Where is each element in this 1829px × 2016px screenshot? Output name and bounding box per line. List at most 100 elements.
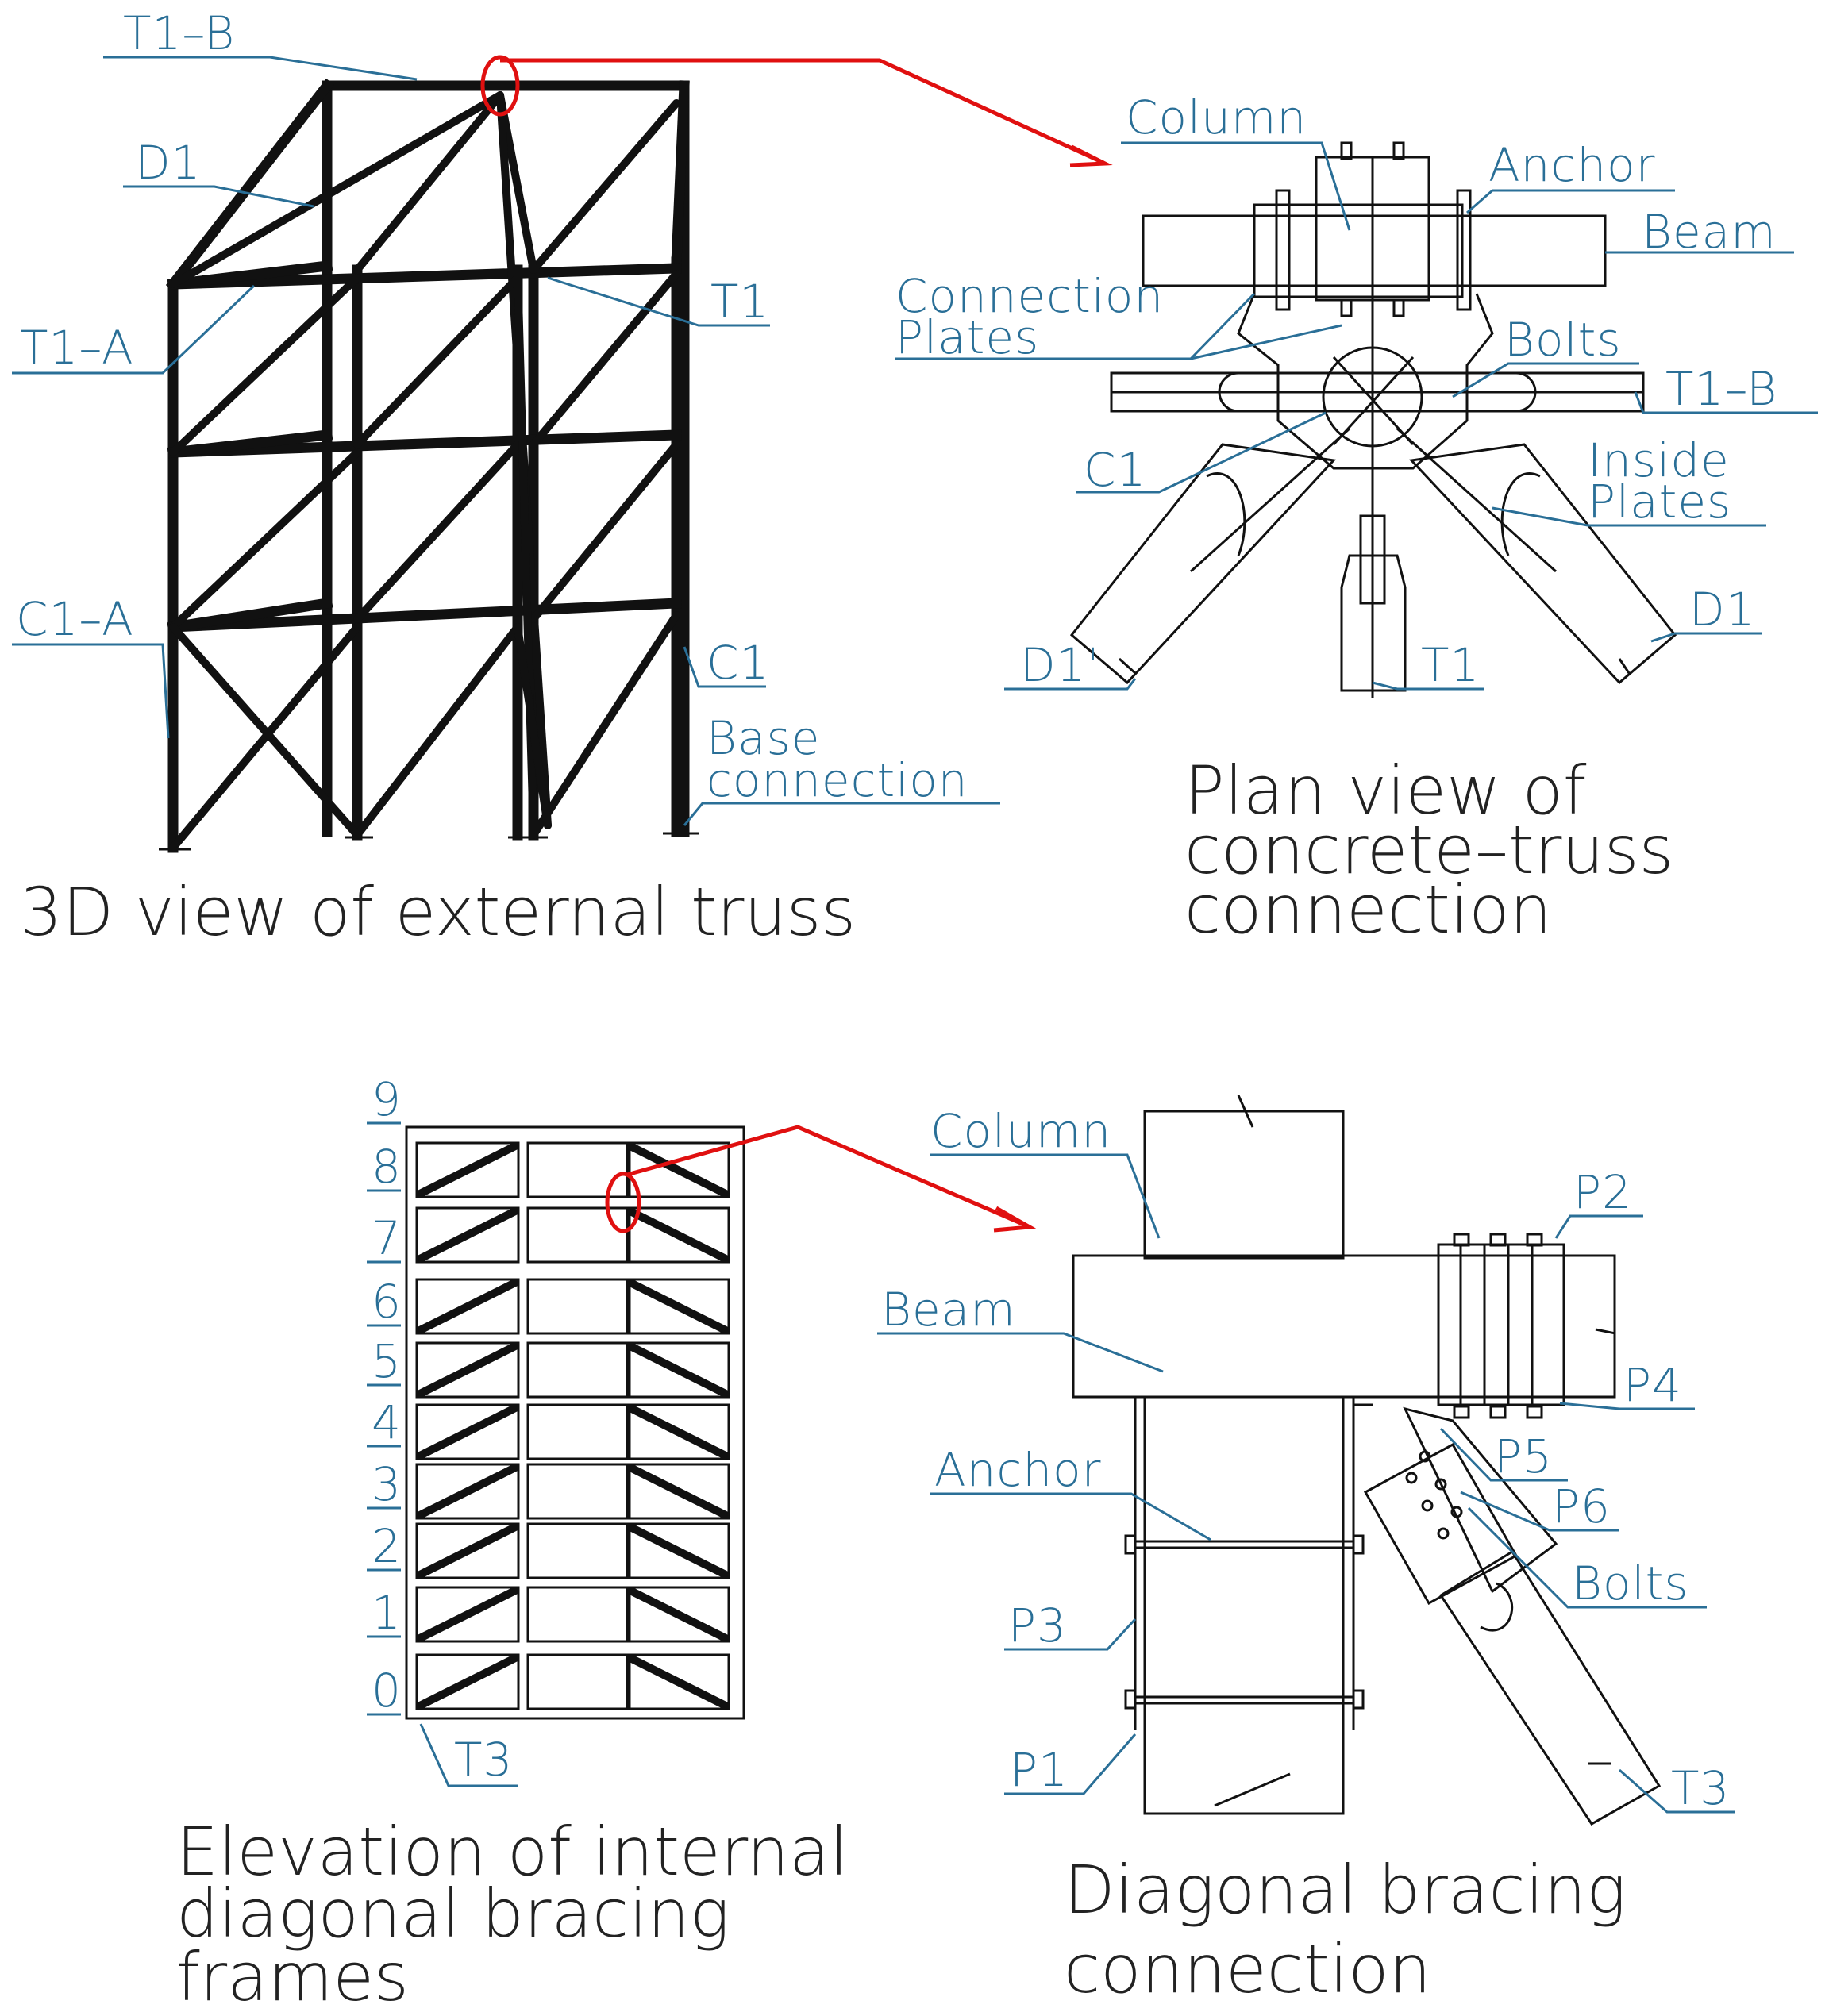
bay-panel: [415, 1341, 520, 1399]
plan-view: [1069, 141, 1677, 698]
bay-panel: [526, 1586, 631, 1643]
bay-panel: [526, 1278, 631, 1335]
level-label: 4: [372, 1395, 402, 1449]
bay-panel: [415, 1278, 520, 1335]
label-plan-beam: Beam: [1642, 205, 1777, 259]
bay-panel: [526, 1403, 631, 1460]
bay-panel: [626, 1653, 730, 1710]
label-d1: D1: [135, 136, 202, 190]
bay-panel: [526, 1141, 631, 1198]
diagonal-brace: [416, 1654, 519, 1710]
diagonal-brace: [416, 1464, 519, 1519]
level-label: 1: [372, 1586, 402, 1640]
diagonal-brace: [626, 1207, 730, 1263]
bay-panel: [415, 1141, 520, 1198]
caption-connection: Diagonal bracing connection: [1064, 1851, 1627, 2008]
label-conn-column: Column: [930, 1104, 1111, 1158]
level-label: 8: [372, 1140, 402, 1194]
label-c1: C1: [707, 636, 769, 690]
level-label: 9: [372, 1072, 402, 1126]
diagonal-brace: [626, 1523, 730, 1579]
caption-plan-line-1: Plan view of: [1184, 752, 1587, 829]
level-label: 2: [372, 1519, 402, 1573]
label-conn-p2: P2: [1573, 1165, 1632, 1219]
bay-panel: [415, 1206, 520, 1264]
callout-arrow-connection: [626, 1125, 1029, 1229]
diagonal-brace: [626, 1464, 730, 1519]
label-conn-bolts: Bolts: [1572, 1556, 1689, 1610]
diagonal-brace: [416, 1279, 519, 1334]
bay-panel: [626, 1403, 730, 1460]
diagonal-brace: [626, 1342, 730, 1398]
label-conn-p6: P6: [1552, 1479, 1611, 1533]
label-plates: Plates: [895, 310, 1039, 364]
label-plan-c1: C1: [1084, 443, 1146, 497]
highlight-circle-elevation: [605, 1172, 641, 1233]
bracing-connection: [1072, 1095, 1662, 1826]
label-connection: Connection: [895, 269, 1164, 323]
diagonal-brace: [626, 1279, 730, 1334]
label-plan-t1: T1: [1421, 638, 1480, 692]
caption-plan-line-3: connection: [1184, 871, 1552, 948]
label-base: Base: [707, 711, 820, 765]
label-conn-p1: P1: [1010, 1743, 1069, 1797]
label-conn-beam: Beam: [881, 1283, 1016, 1337]
bay-panel: [415, 1463, 520, 1520]
caption-conn-line-1: Diagonal bracing: [1064, 1851, 1627, 1929]
label-t1: T1: [710, 275, 769, 329]
bay-panel: [415, 1522, 520, 1579]
bay-panel: [626, 1141, 730, 1198]
label-conn-p5: P5: [1494, 1429, 1553, 1483]
bay-panel: [626, 1586, 730, 1643]
label-c1a: C1–A: [16, 592, 134, 646]
caption-elev-line-2: diagonal bracing: [176, 1875, 730, 1953]
level-label: 5: [372, 1334, 402, 1388]
caption-elev-line-3: frames: [176, 1938, 409, 2016]
caption-elevation: Elevation of internal diagonal bracing f…: [176, 1813, 849, 2016]
bay-panel: [526, 1341, 631, 1399]
label-conn-t3: T3: [1671, 1761, 1730, 1815]
label-conn-anchor: Anchor: [934, 1443, 1101, 1497]
label-plan-t1b: T1–B: [1665, 362, 1777, 416]
bay-panel: [415, 1586, 520, 1643]
diagonal-brace: [416, 1587, 519, 1642]
bay-panel: [526, 1206, 631, 1264]
level-label: 0: [372, 1664, 402, 1718]
diagonal-brace: [626, 1142, 730, 1198]
diagonal-brace: [626, 1404, 730, 1460]
bay-panel: [626, 1278, 730, 1335]
caption-elev-line-1: Elevation of internal: [176, 1813, 849, 1891]
bay-panel: [415, 1653, 520, 1710]
label-inside-plates: Plates: [1588, 475, 1731, 529]
bay-panel: [526, 1463, 631, 1520]
bay-panel: [626, 1522, 730, 1579]
highlight-circle-truss: [480, 55, 520, 117]
bay-panel: [626, 1341, 730, 1399]
label-plan-d1-prime: D1': [1020, 638, 1100, 692]
diagonal-brace: [626, 1654, 730, 1710]
label-plan-d1: D1: [1689, 583, 1756, 637]
label-plan-column: Column: [1126, 90, 1307, 144]
bay-panel: [626, 1463, 730, 1520]
bay-panel: [526, 1522, 631, 1579]
diagonal-brace: [416, 1523, 519, 1579]
callout-arrow-plan: [500, 58, 1105, 165]
caption-3d-view: 3D view of external truss: [20, 873, 856, 951]
label-base-connection: connection: [707, 753, 968, 807]
elevation-frames: [405, 1125, 745, 1720]
label-t1b: T1–B: [123, 6, 235, 60]
label-t1a: T1–A: [20, 321, 134, 375]
label-elev-t3: T3: [454, 1733, 513, 1787]
diagonal-brace: [416, 1342, 519, 1398]
bay-panel: [415, 1403, 520, 1460]
truss-3d-view: [159, 78, 699, 853]
diagonal-brace: [416, 1207, 519, 1263]
caption-plan-line-2: concrete–truss: [1184, 811, 1673, 889]
caption-plan-view: Plan view of concrete–truss connection: [1184, 752, 1673, 948]
diagonal-brace: [626, 1587, 730, 1642]
caption-conn-line-2: connection: [1064, 1930, 1431, 2008]
level-label: 6: [372, 1275, 402, 1329]
diagonal-brace: [416, 1142, 519, 1198]
level-label: 7: [372, 1211, 402, 1265]
